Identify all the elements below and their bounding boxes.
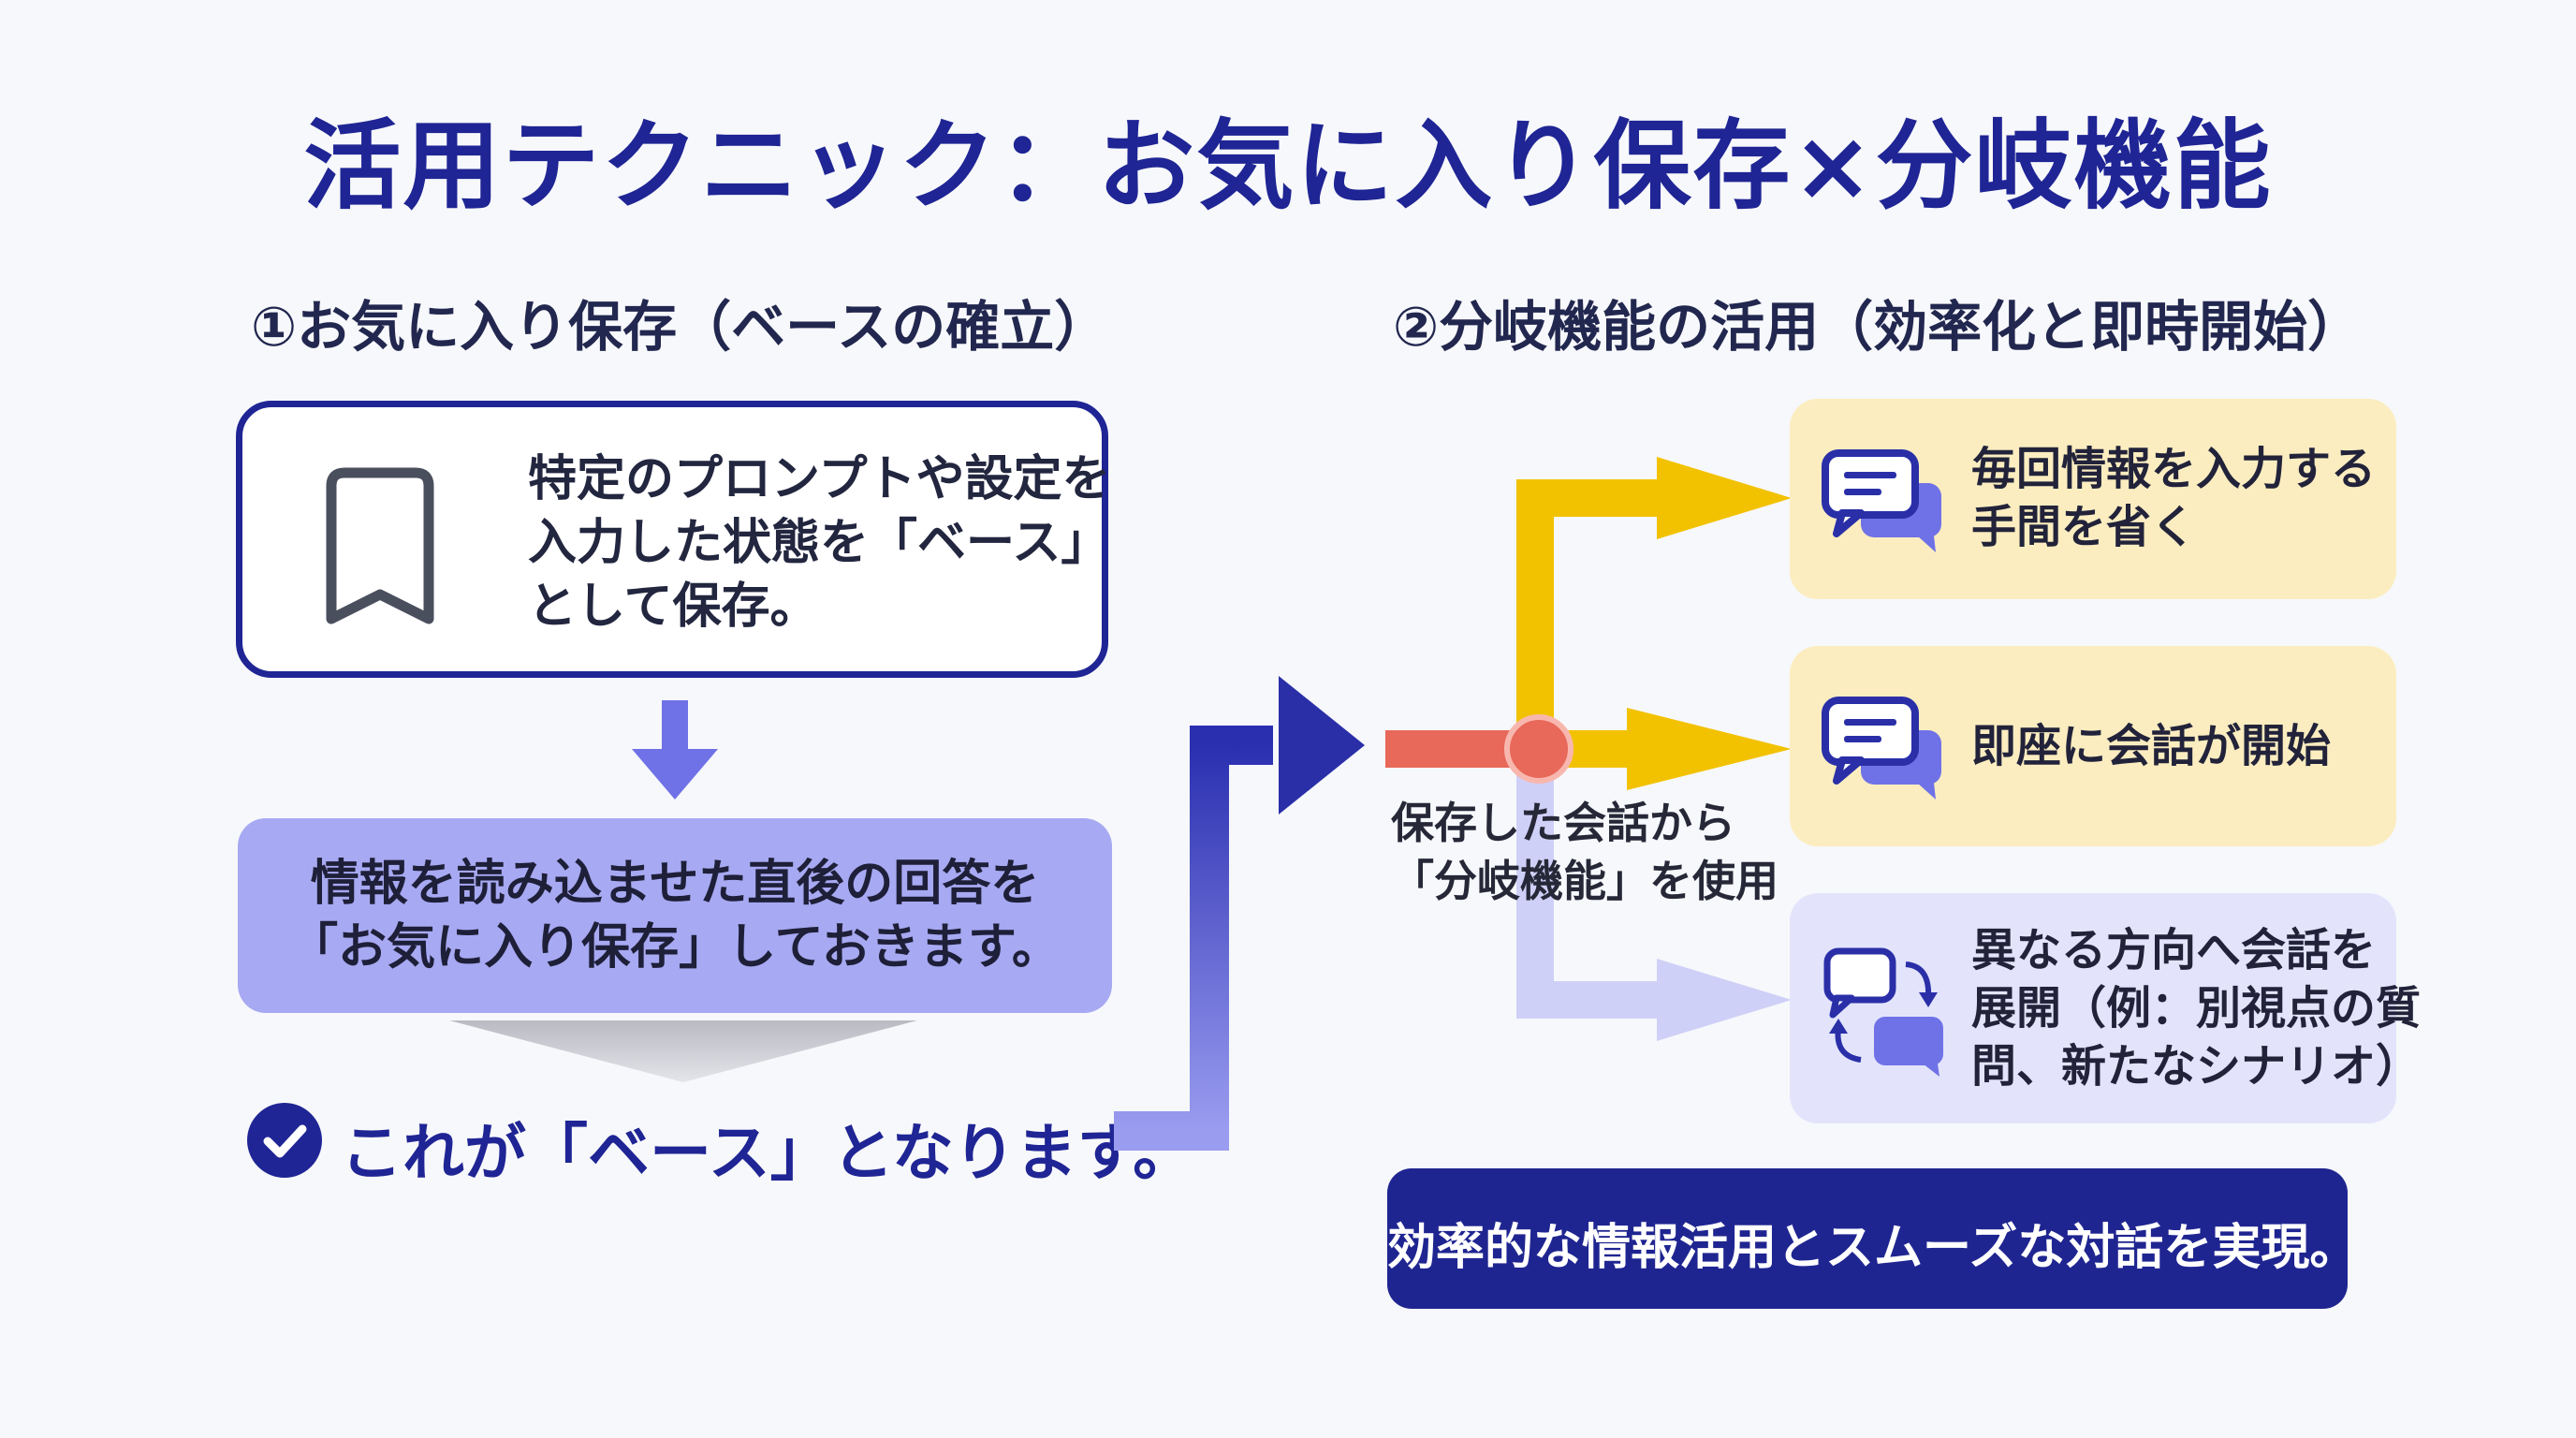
- section-heading-favorite-save: ①お気に入り保存（ベースの確立）: [251, 295, 1109, 359]
- down-arrow-icon: [632, 700, 718, 800]
- section-heading-branch-feature: ②分岐機能の活用（効率化と即時開始）: [1393, 295, 2363, 359]
- bookmark-icon: [326, 467, 434, 624]
- benefit-text-skip-input: 毎回情報を入力する 手間を省く: [1971, 443, 2377, 553]
- base-save-box: [236, 401, 1108, 678]
- summary-banner-text: 効率的な情報活用とスムーズな対話を実現。: [1387, 1220, 2359, 1276]
- save-box-text: 特定のプロンプトや設定を 入力した状態を「ベース」 として保存。: [528, 451, 1111, 635]
- chat-bubbles-icon: [1822, 449, 1941, 552]
- connector-arrow-icon: [1114, 676, 1365, 1151]
- base-result-text: これが「ベース」となります。: [341, 1117, 1195, 1189]
- benefit-card-skip-input: 毎回情報を入力する 手間を省く: [1790, 399, 2396, 599]
- branch-lines-icon: [1385, 457, 1792, 1041]
- chat-exchange-icon: [1823, 947, 1943, 1077]
- branch-caption: 保存した会話から 「分岐機能」を使用: [1391, 798, 1778, 906]
- funnel-arrow-icon: [449, 1020, 917, 1082]
- favorite-save-instruction-box: [238, 818, 1112, 1013]
- benefit-text-branch-direction: 異なる方向へ会話を 展開（例：別視点の質 問、新たなシナリオ）: [1971, 924, 2422, 1093]
- benefit-card-instant-start: 即座に会話が開始: [1790, 646, 2396, 846]
- check-circle-icon: [247, 1103, 322, 1178]
- benefit-card-branch-direction: 異なる方向へ会話を 展開（例：別視点の質 問、新たなシナリオ）: [1790, 893, 2421, 1123]
- benefit-text-instant-start: 即座に会話が開始: [1971, 720, 2332, 772]
- chat-bubbles-icon: [1822, 697, 1941, 800]
- page-title: 活用テクニック：お気に入り保存×分岐機能: [303, 109, 2273, 223]
- favorite-save-instruction-text: 情報を読み込ませた直後の回答を 「お気に入り保存」しておきます。: [289, 856, 1061, 976]
- summary-banner: [1387, 1168, 2348, 1309]
